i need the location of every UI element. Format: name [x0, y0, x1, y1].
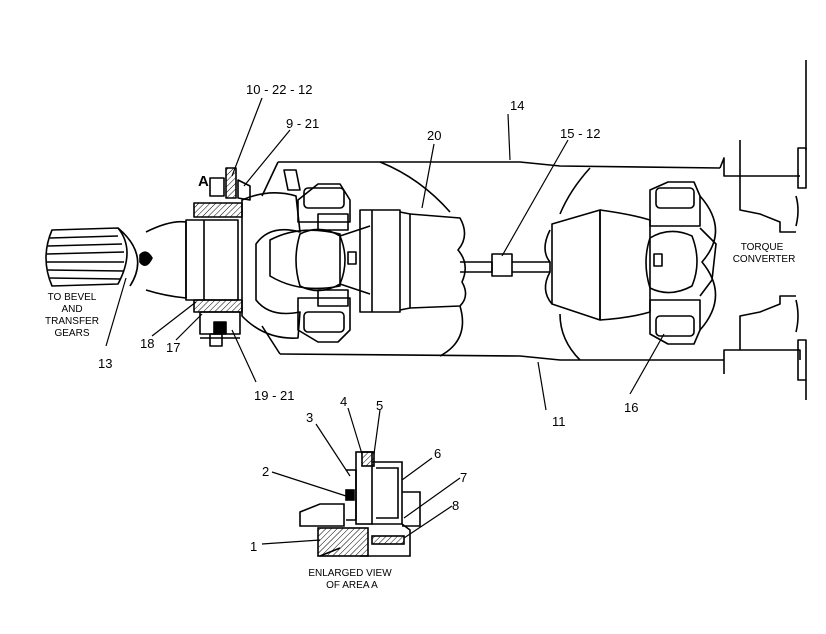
caption-bevel-3: TRANSFER: [45, 316, 99, 327]
callout-15-12: 15 - 12: [560, 126, 600, 141]
caption-bevel-4: GEARS: [54, 328, 89, 339]
caption-enlarged-2: OF AREA A: [326, 580, 378, 591]
callout-10-22-12: 10 - 22 - 12: [246, 82, 313, 97]
callout-4: 4: [340, 394, 347, 409]
caption-enlarged-1: ENLARGED VIEW: [308, 568, 392, 579]
callout-18: 18: [140, 336, 154, 351]
callout-9-21: 9 - 21: [286, 116, 319, 131]
callout-1: 1: [250, 539, 257, 554]
caption-bevel-1: TO BEVEL: [48, 292, 97, 303]
leader-lines: [105, 97, 665, 545]
callout-14: 14: [510, 98, 524, 113]
callout-16: 16: [624, 400, 638, 415]
callout-13: 13: [98, 356, 112, 371]
splined-yoke: [45, 227, 153, 287]
caption-bevel-2: AND: [61, 304, 82, 315]
callout-6: 6: [434, 446, 441, 461]
callout-3: 3: [306, 410, 313, 425]
callout-5: 5: [376, 398, 383, 413]
callout-2: 2: [262, 464, 269, 479]
callout-20: 20: [427, 128, 441, 143]
callout-11: 11: [552, 414, 566, 429]
callout-8: 8: [452, 498, 459, 513]
callout-17: 17: [166, 340, 180, 355]
caption-torque-1: TORQUE: [741, 242, 784, 253]
caption-torque-2: CONVERTER: [733, 254, 796, 265]
callout-19-21: 19 - 21: [254, 388, 294, 403]
enlarged-view-area-a: [299, 451, 421, 557]
callout-7: 7: [460, 470, 467, 485]
view-marker-a: A: [198, 173, 209, 190]
